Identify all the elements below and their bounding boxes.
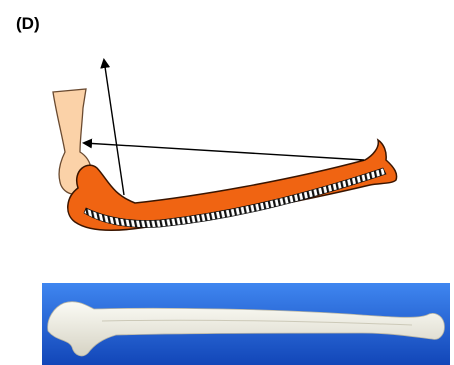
ulna-bone (68, 140, 397, 230)
horizontal-force-arrow (84, 143, 364, 160)
vertical-force-arrow (104, 60, 124, 195)
ulna-bone-photo (42, 283, 450, 365)
